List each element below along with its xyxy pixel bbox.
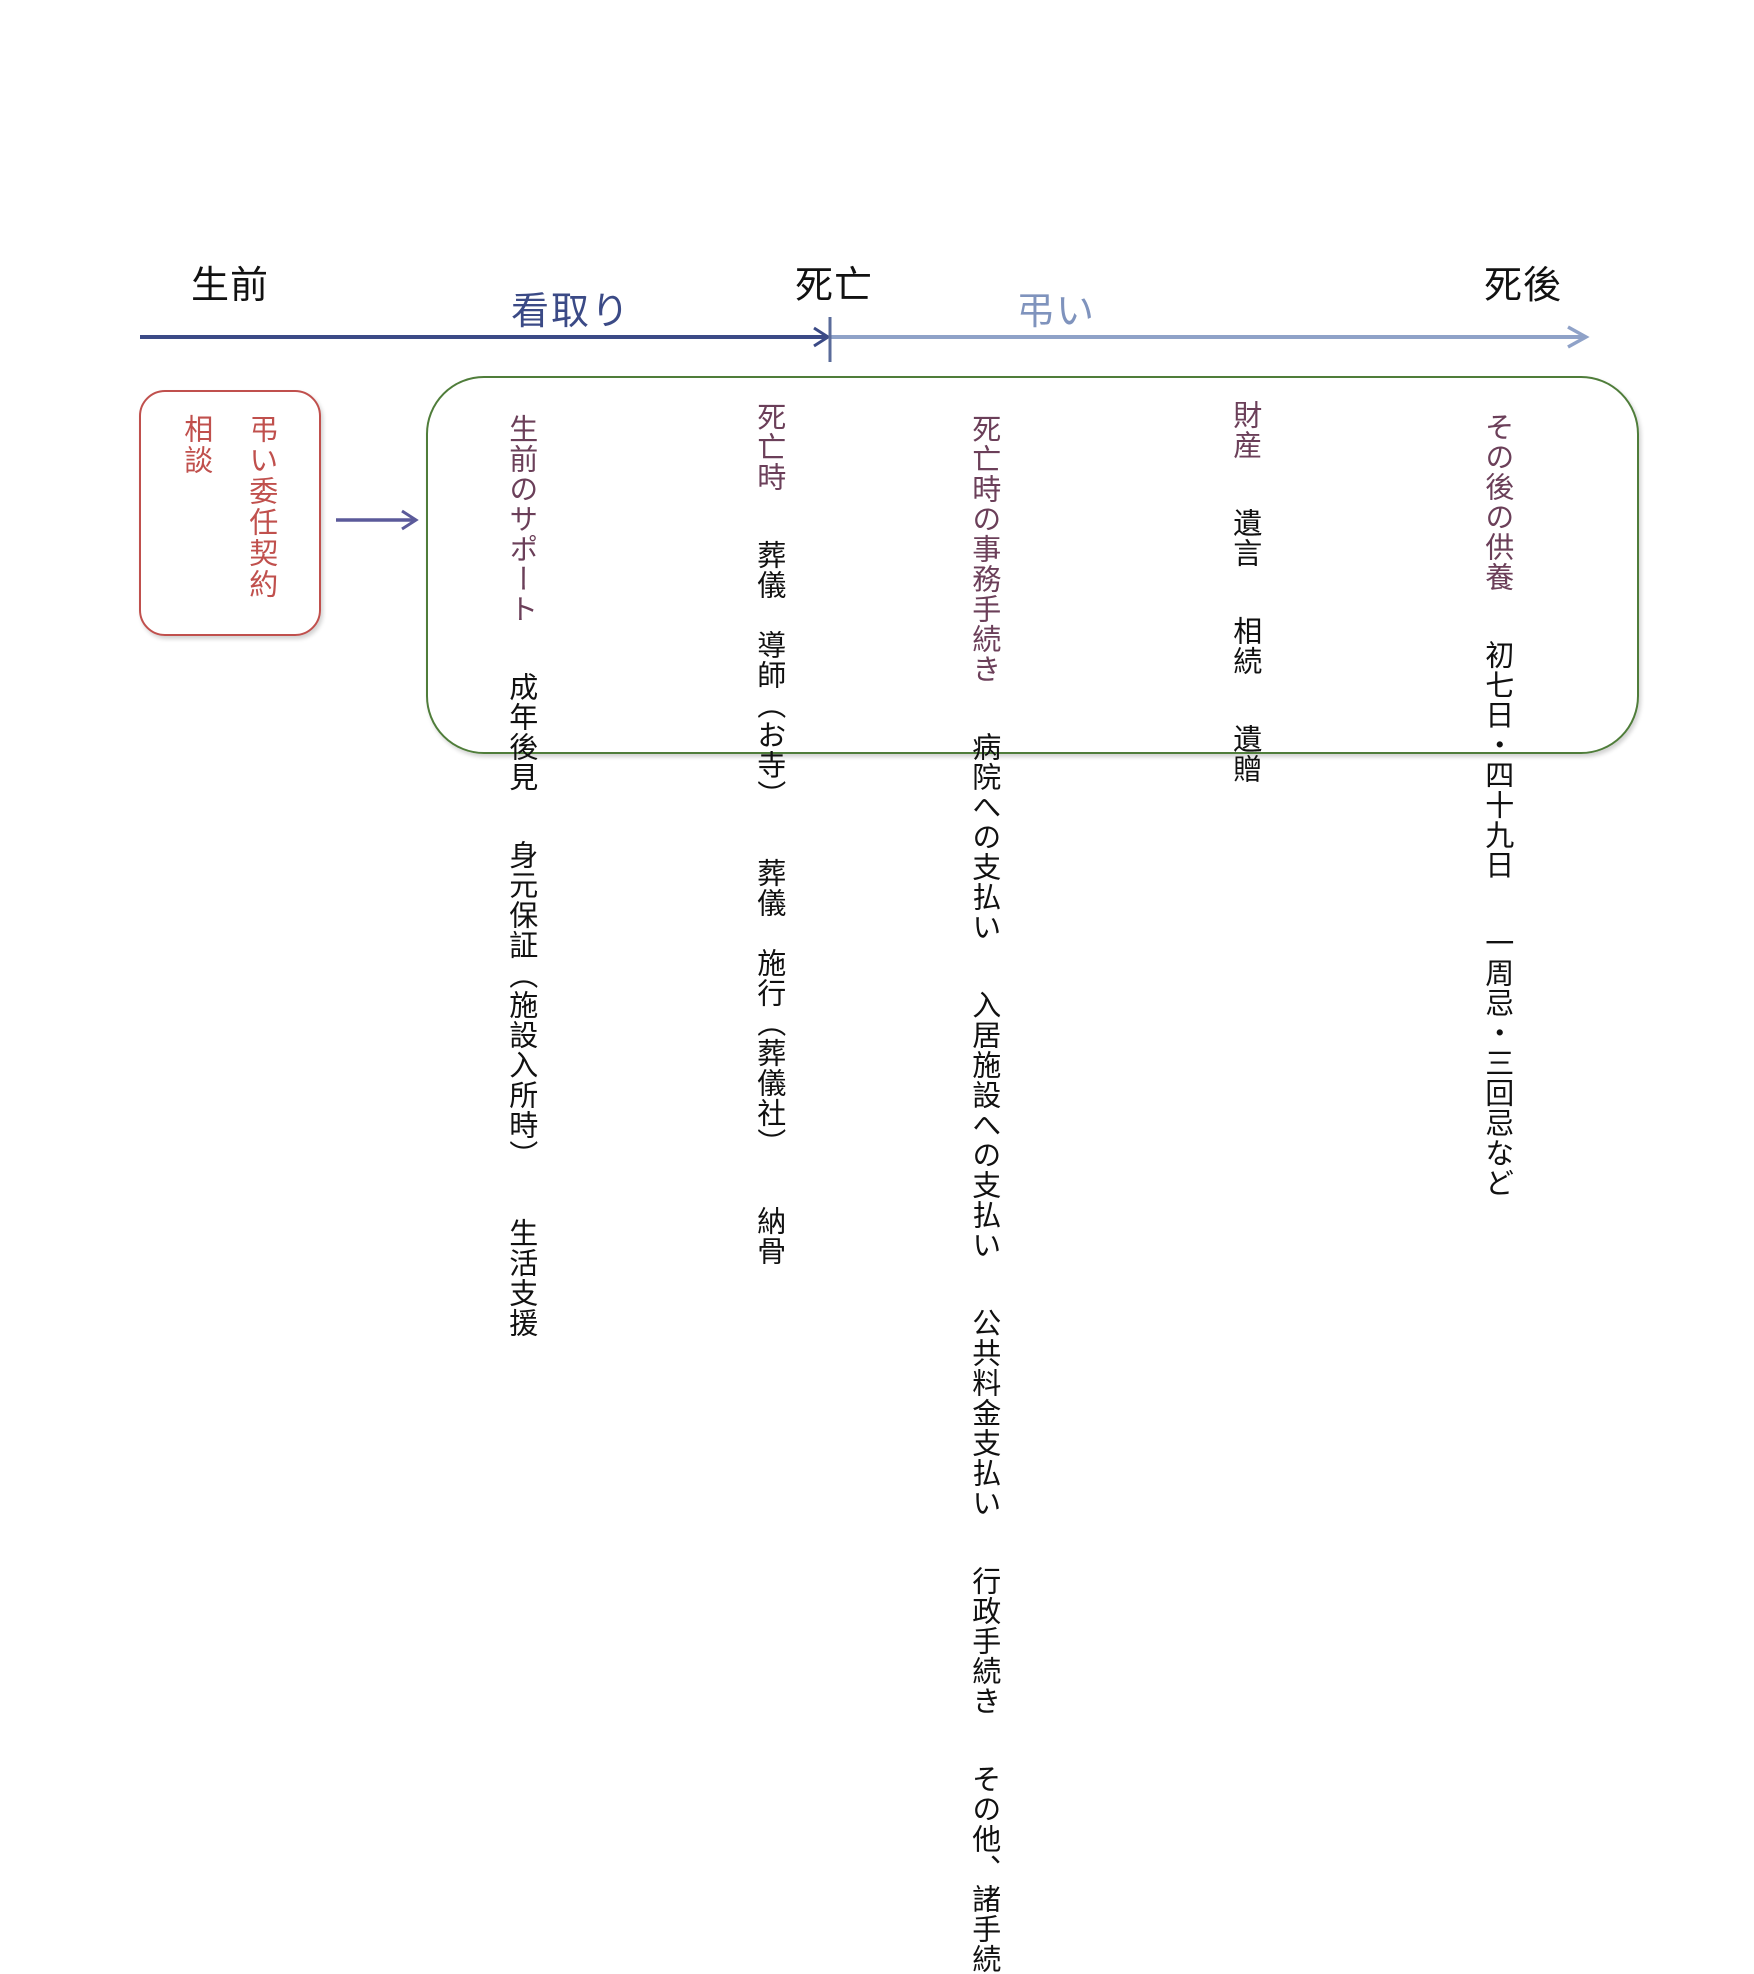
stage-before-label: 生前 (191, 263, 270, 307)
group-procedures: 死亡時の事務手続き 病院への支払い 入居施設への支払い 公共料金支払い 行政手続… (967, 414, 1002, 1974)
consult-connector-arrowhead (401, 509, 419, 531)
phase-care-label: 看取り (511, 289, 632, 333)
list-item: 身元保証（施設入所時） (504, 840, 539, 1170)
stage-death-label: 死亡 (795, 263, 874, 307)
group-property: 財産 遺言 相続 遺贈 (1228, 400, 1263, 784)
group-memorial: その後の供養 初七日・四十九日 一周忌・三回忌など (1480, 412, 1515, 1198)
list-item: 病院への支払い (967, 732, 1002, 942)
group-heading: 死亡時 (752, 402, 787, 492)
group-heading: 死亡時の事務手続き (967, 414, 1002, 684)
list-item: 遺言 (1228, 508, 1263, 568)
list-item: 初七日・四十九日 (1480, 640, 1515, 880)
group-at-death: 死亡時 葬儀 導師（お寺） 葬儀 施行（葬儀社） 納骨 (752, 402, 787, 1266)
list-item: 一周忌・三回忌など (1480, 928, 1515, 1198)
phase-memorial-label: 弔い (1016, 289, 1097, 333)
group-heading: 財産 (1228, 400, 1263, 460)
list-item: 遺贈 (1228, 724, 1263, 784)
list-item: その他、諸手続 (967, 1764, 1002, 1974)
list-item: 生活支援 (504, 1218, 539, 1338)
consult-contract-label: 弔い委任契約 (244, 414, 279, 600)
list-item: 行政手続き (967, 1566, 1002, 1716)
group-heading: 生前のサポート (504, 414, 539, 624)
list-item: 成年後見 (504, 672, 539, 792)
stage-after-label: 死後 (1484, 263, 1563, 307)
group-lifetime-support: 生前のサポート 成年後見 身元保証（施設入所時） 生活支援 (504, 414, 539, 1338)
list-item: 公共料金支払い (967, 1308, 1002, 1518)
group-heading: その後の供養 (1480, 412, 1515, 592)
list-item: 納骨 (752, 1206, 787, 1266)
list-item: 葬儀 導師（お寺） (752, 540, 787, 810)
timeline-end-arrowhead (1567, 325, 1590, 349)
timeline-care-arrowhead (813, 326, 831, 348)
list-item: 相続 (1228, 616, 1263, 676)
list-item: 入居施設への支払い (967, 990, 1002, 1260)
list-item: 葬儀 施行（葬儀社） (752, 858, 787, 1158)
services-box (426, 376, 1639, 754)
consult-label: 相談 (179, 414, 214, 476)
timeline (140, 317, 1590, 531)
consult-box (139, 390, 321, 636)
